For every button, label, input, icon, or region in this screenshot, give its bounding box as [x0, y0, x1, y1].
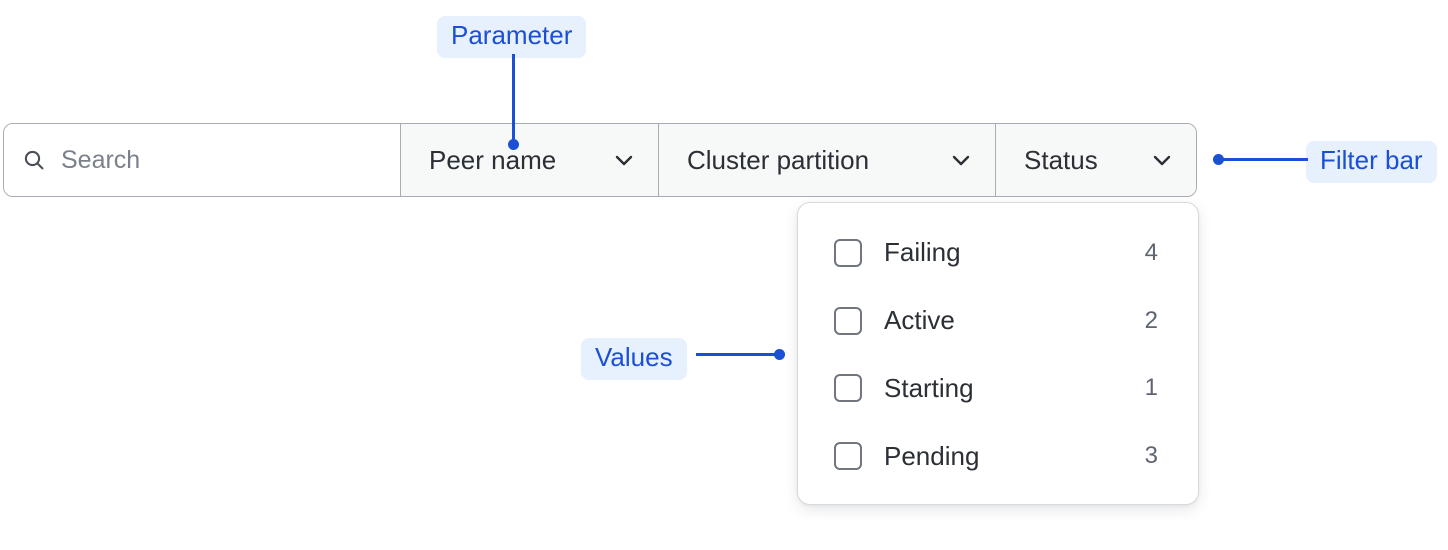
list-item-count: 2: [1144, 306, 1158, 334]
filter-bar: Peer name Cluster partition Status: [3, 123, 1197, 197]
filter-dropdown-peer-name[interactable]: Peer name: [401, 124, 659, 196]
list-item-count: 1: [1144, 374, 1158, 402]
annotation-leader-line-parameter: [512, 54, 515, 144]
checkbox-pending[interactable]: [834, 442, 862, 471]
annotation-label-parameter: Parameter: [437, 16, 587, 58]
annotation-dot-parameter: [508, 139, 519, 150]
filter-dropdown-cluster-partition[interactable]: Cluster partition: [659, 124, 996, 196]
checkbox-failing[interactable]: [834, 238, 862, 267]
list-item-label: Active: [884, 305, 955, 336]
list-item[interactable]: Failing 4: [798, 224, 1198, 282]
chevron-down-icon: [615, 155, 633, 166]
list-item-label: Starting: [884, 372, 974, 403]
list-item-count: 4: [1144, 238, 1158, 266]
annotation-label-values: Values: [581, 338, 687, 380]
chevron-down-icon: [952, 155, 970, 166]
checkbox-active[interactable]: [834, 306, 862, 335]
annotation-label-filter-bar: Filter bar: [1306, 141, 1437, 183]
list-item[interactable]: Starting 1: [798, 359, 1198, 417]
checkbox-starting[interactable]: [834, 374, 862, 403]
annotation-dot-filter-bar: [1213, 154, 1224, 165]
chevron-down-icon: [1153, 155, 1171, 166]
list-item-count: 3: [1144, 442, 1158, 470]
list-item[interactable]: Active 2: [798, 292, 1198, 350]
filter-dropdown-status-label: Status: [1024, 144, 1098, 175]
list-item[interactable]: Pending 3: [798, 427, 1198, 485]
search-input[interactable]: [61, 140, 400, 180]
filter-dropdown-peer-name-label: Peer name: [429, 144, 557, 175]
annotation-leader-line-values: [696, 353, 780, 356]
list-item-label: Pending: [884, 440, 980, 471]
annotation-dot-values: [774, 349, 785, 360]
filter-dropdown-status[interactable]: Status: [996, 124, 1196, 196]
list-item-label: Failing: [884, 237, 961, 268]
search-icon: [24, 150, 44, 170]
annotation-leader-line-filter-bar: [1222, 158, 1308, 161]
search-field[interactable]: [4, 124, 401, 196]
status-filter-dropdown-panel: Failing 4 Active 2 Starting 1 Pending 3: [797, 202, 1199, 505]
filter-dropdown-cluster-partition-label: Cluster partition: [687, 144, 870, 175]
